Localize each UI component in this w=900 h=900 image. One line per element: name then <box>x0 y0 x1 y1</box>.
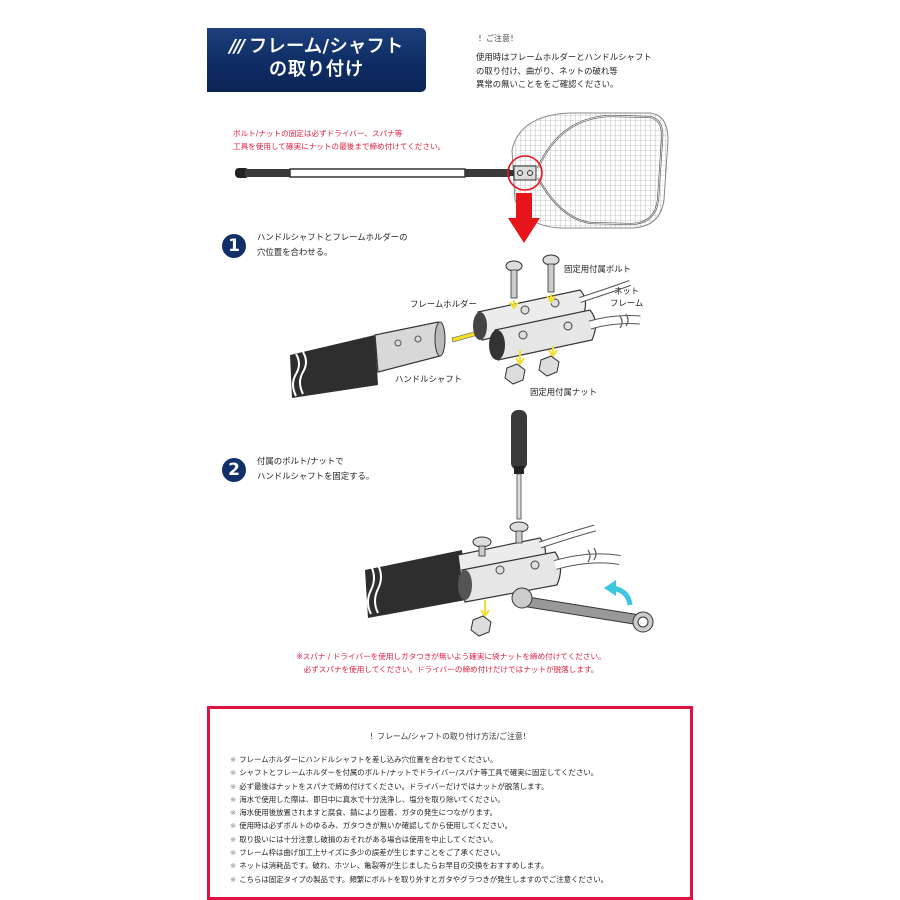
warning-line: 必ずスパナを使用してください。ドライバーの締め付けだけではナットが脱落します。 <box>303 665 599 674</box>
warning-line: 工具を使用して確実にナットの最後まで締め付けてください。 <box>233 142 446 151</box>
caution-item: ※ネットは消耗品です。破れ、ホツレ、亀裂等が生じましたらお早目の交換をおすすめし… <box>230 859 608 872</box>
title-line-2: の取り付け <box>269 59 364 80</box>
title-line-1: ///フレーム/シャフト <box>207 28 426 58</box>
step-2-text: 付属のボルト/ナットで ハンドルシャフトを固定する。 <box>257 454 374 484</box>
spanner-icon <box>514 594 641 626</box>
notice-line: 使用時はフレームホルダーとハンドルシャフト <box>476 52 652 62</box>
caution-text: フレームホルダーにハンドルシャフトを差し込み穴位置を合わせてください。 <box>239 755 498 764</box>
caution-text: こちらは固定タイプの製品です。頻繁にボルトを取り外すとガタやグラつきが発生します… <box>239 874 608 884</box>
caution-text: 海水使用後放置されますと腐食、錆により固着、ガタの発生につながります。 <box>239 808 497 818</box>
note-mark-icon: ※ <box>230 794 237 804</box>
caution-item: ※必ず最後はナットをスパナで締め付けてください。ドライバーだけではナットが脱落し… <box>230 780 608 793</box>
caution-item: ※フレームホルダーにハンドルシャフトを差し込み穴位置を合わせてください。 <box>230 753 608 766</box>
caution-title: ！フレーム/シャフトの取り付け方法/ご注意！ <box>369 732 531 741</box>
label-frame-holder: フレームホルダー <box>410 299 477 309</box>
caution-list: ※フレームホルダーにハンドルシャフトを差し込み穴位置を合わせてください。 ※シャ… <box>230 753 608 886</box>
screwdriver-icon <box>511 410 527 470</box>
note-mark-icon: ※ <box>230 821 237 831</box>
caution-item: ※フレーム枠は曲げ加工上サイズに多少の誤差が生じますことをご了承ください。 <box>230 846 608 859</box>
caution-text: フレーム枠は曲げ加工上サイズに多少の誤差が生じますことをご了承ください。 <box>239 848 505 858</box>
warning-line: ボルト/ナットの固定は必ずドライバー、スパナ等 <box>233 129 403 138</box>
caution-text: ネットは消耗品です。破れ、ホツレ、亀裂等が生じましたらお早目の交換をおすすめしま… <box>239 861 549 871</box>
top-warning: ボルト/ナットの固定は必ずドライバー、スパナ等 工具を使用して確実にナットの最後… <box>233 127 493 153</box>
caution-box: ！フレーム/シャフトの取り付け方法/ご注意！ ※フレームホルダーにハンドルシャフ… <box>207 706 693 900</box>
note-mark-icon: ※ <box>230 861 237 871</box>
title-text-1: フレーム/シャフト <box>249 36 404 57</box>
step-2-badge: 2 <box>222 458 246 482</box>
label-nut: 固定用付属ナット <box>530 387 597 397</box>
note-mark-icon: ※ <box>230 808 237 818</box>
step-1-line: 穴位置を合わせる。 <box>257 247 333 257</box>
caution-item: ※海水で使用した際は、即日中に真水で十分洗浄し、塩分を取り除いてください。 <box>230 793 608 806</box>
note-mark-icon: ※ <box>230 834 237 844</box>
down-arrow-icon <box>508 193 540 243</box>
notice-body: 使用時はフレームホルダーとハンドルシャフト の取り付け、曲がり、ネットの破れ等 … <box>476 51 676 92</box>
label-handle-shaft: ハンドルシャフト <box>395 374 462 384</box>
caution-item: ※シャフトとフレームホルダーを付属のボルト/ナットでドライバー/スパナ等工具で確… <box>230 766 608 779</box>
caution-text: シャフトとフレームホルダーを付属のボルト/ナットでドライバー/スパナ等工具で確実… <box>239 768 599 778</box>
section-title-badge: ///フレーム/シャフト の取り付け <box>207 28 426 92</box>
warning-line: ※スパナ / ドライバーを使用しガタつきが無いよう確実に袋ナットを締め付けてくだ… <box>296 652 606 661</box>
label-net: ネット <box>614 286 640 296</box>
notice-heading: ！ご注意！ <box>478 34 518 43</box>
note-mark-icon: ※ <box>230 848 237 858</box>
caution-text: 使用時は必ずボルトのゆるみ、ガタつきが無いか確認してから使用してください。 <box>239 821 512 831</box>
step-1-line: ハンドルシャフトとフレームホルダーの <box>257 232 408 242</box>
caution-item: ※取り扱いには十分注意し破損のおそれがある場合は使用を中止してください。 <box>230 833 608 846</box>
step-1-badge: 1 <box>222 234 246 258</box>
note-mark-icon: ※ <box>230 755 237 764</box>
notice-line: の取り付け、曲がり、ネットの破れ等 <box>476 65 618 76</box>
caution-text: 必ず最後はナットをスパナで締め付けてください。ドライバーだけではナットが脱落しま… <box>239 781 549 791</box>
label-net-frame: ネット フレーム <box>610 285 643 309</box>
label-frame: フレーム <box>610 298 644 308</box>
caution-text: 取り扱いには十分注意し破損のおそれがある場合は使用を中止してください。 <box>239 834 498 844</box>
step-1-text: ハンドルシャフトとフレームホルダーの 穴位置を合わせる。 <box>257 230 408 260</box>
note-mark-icon: ※ <box>230 874 237 884</box>
step-2-line: ハンドルシャフトを固定する。 <box>257 471 375 481</box>
bottom-warning: ※スパナ / ドライバーを使用しガタつきが無いよう確実に袋ナットを締め付けてくだ… <box>276 650 626 676</box>
stripes-icon: /// <box>229 36 245 57</box>
notice-line: 異常の無いことををご確認ください。 <box>476 79 619 89</box>
caution-item: ※使用時は必ずボルトのゆるみ、ガタつきが無いか確認してから使用してください。 <box>230 819 608 832</box>
caution-item: ※こちらは固定タイプの製品です。頻繁にボルトを取り外すとガタやグラつきが発生しま… <box>230 873 608 886</box>
note-mark-icon: ※ <box>230 781 237 791</box>
caution-text: 海水で使用した際は、即日中に真水で十分洗浄し、塩分を取り除いてください。 <box>239 794 505 804</box>
step-2-line: 付属のボルト/ナットで <box>257 456 344 466</box>
label-bolt: 固定用付属ボルト <box>564 264 631 274</box>
caution-item: ※海水使用後放置されますと腐食、錆により固着、ガタの発生につながります。 <box>230 806 608 819</box>
note-mark-icon: ※ <box>230 768 237 778</box>
